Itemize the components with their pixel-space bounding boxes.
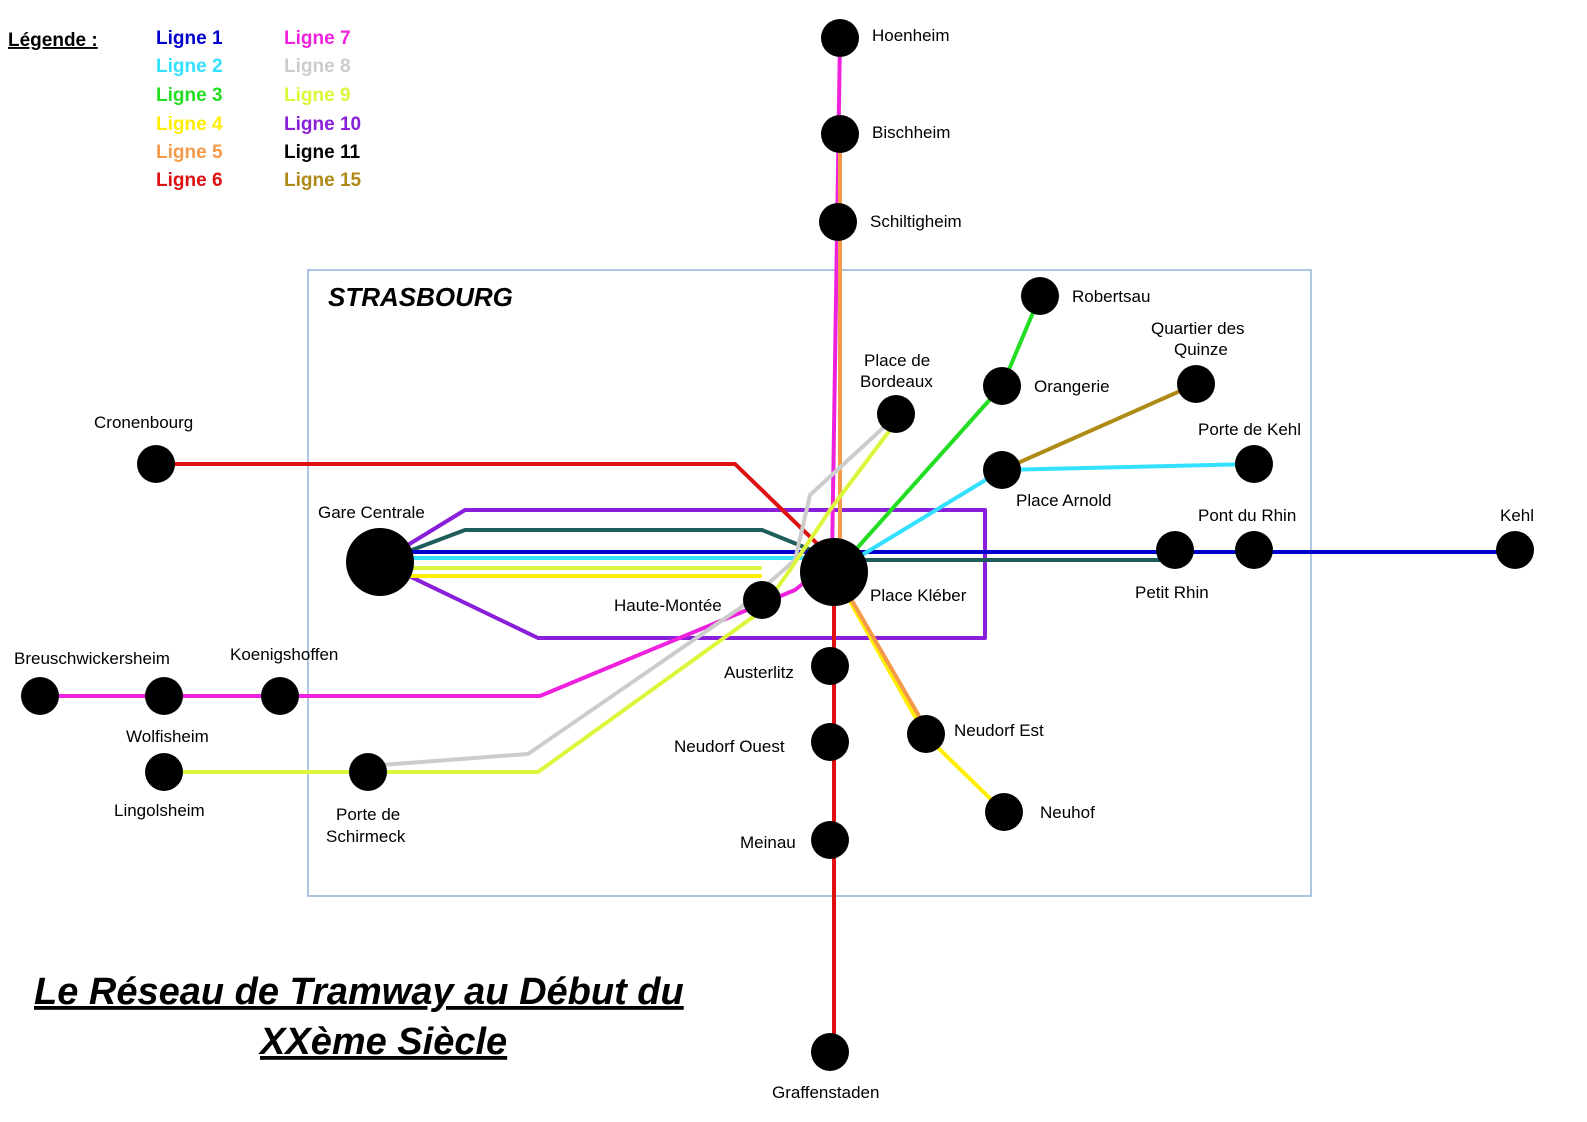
station-place-kleber[interactable] [800, 538, 868, 606]
map-title-line-1: Le Réseau de Tramway au Début du [34, 971, 684, 1013]
label-quinze: Quinze [1174, 340, 1228, 359]
label-neudorf-est: Neudorf Est [954, 721, 1044, 740]
ligne-9-route-branch [162, 420, 898, 774]
station-hoenheim[interactable] [821, 19, 859, 57]
legend-ligne-10: Ligne 10 [284, 114, 361, 135]
map-title-line-2: XXème Siècle [258, 1021, 507, 1063]
station-austerlitz[interactable] [811, 647, 849, 685]
label-koenigshoffen: Koenigshoffen [230, 645, 338, 664]
legend-ligne-15: Ligne 15 [284, 170, 362, 191]
legend-ligne-9: Ligne 9 [284, 85, 351, 106]
label-schiltigheim: Schiltigheim [870, 212, 962, 231]
ligne-6-route [154, 462, 836, 1054]
label-place-de: Place de [864, 351, 930, 370]
label-bischheim: Bischheim [872, 123, 950, 142]
legend: Légende : Ligne 1 Ligne 2 Ligne 3 Ligne … [8, 28, 362, 191]
label-graffenstaden: Graffenstaden [772, 1083, 879, 1102]
station-meinau[interactable] [811, 821, 849, 859]
legend-ligne-4: Ligne 4 [156, 114, 223, 135]
label-meinau: Meinau [740, 833, 796, 852]
label-neuhof: Neuhof [1040, 803, 1095, 822]
legend-ligne-11: Ligne 11 [284, 142, 360, 163]
station-neuhof[interactable] [985, 793, 1023, 831]
label-robertsau: Robertsau [1072, 287, 1150, 306]
label-pont-du-rhin: Pont du Rhin [1198, 506, 1296, 525]
legend-ligne-2: Ligne 2 [156, 56, 223, 77]
label-wolfisheim: Wolfisheim [126, 727, 209, 746]
station-gare-centrale[interactable] [346, 528, 414, 596]
label-lingolsheim: Lingolsheim [114, 801, 205, 820]
station-porte-de-schirmeck[interactable] [349, 753, 387, 791]
legend-ligne-3: Ligne 3 [156, 85, 223, 106]
station-orangerie[interactable] [983, 367, 1021, 405]
label-quartier-des: Quartier des [1151, 319, 1245, 338]
ligne-7-route [38, 36, 842, 698]
label-bordeaux: Bordeaux [860, 372, 933, 391]
station-porte-de-kehl[interactable] [1235, 445, 1273, 483]
ligne-10-route [378, 508, 987, 640]
station-pont-du-rhin[interactable] [1235, 531, 1273, 569]
legend-ligne-7: Ligne 7 [284, 28, 351, 49]
station-breuschwickersheim[interactable] [21, 677, 59, 715]
label-kehl: Kehl [1500, 506, 1534, 525]
label-hoenheim: Hoenheim [872, 26, 950, 45]
station-robertsau[interactable] [1021, 277, 1059, 315]
legend-ligne-5: Ligne 5 [156, 142, 223, 163]
station-quartier-des-quinze[interactable] [1177, 365, 1215, 403]
label-austerlitz: Austerlitz [724, 663, 794, 682]
station-petit-rhin[interactable] [1156, 531, 1194, 569]
label-porte-de-kehl: Porte de Kehl [1198, 420, 1301, 439]
station-haute-montee[interactable] [743, 581, 781, 619]
strasbourg-boundary [307, 269, 1312, 897]
ligne-3-route [848, 294, 1042, 558]
label-orangerie: Orangerie [1034, 377, 1110, 396]
label-place-arnold: Place Arnold [1016, 491, 1111, 510]
ligne-15-route [1000, 382, 1198, 472]
station-schiltigheim[interactable] [819, 203, 857, 241]
legend-ligne-6: Ligne 6 [156, 170, 223, 191]
station-bischheim[interactable] [821, 115, 859, 153]
legend-title: Légende : [8, 30, 98, 51]
label-gare-centrale: Gare Centrale [318, 503, 425, 522]
legend-ligne-8: Ligne 8 [284, 56, 351, 77]
station-graffenstaden[interactable] [811, 1033, 849, 1071]
label-petit-rhin: Petit Rhin [1135, 583, 1209, 602]
station-wolfisheim-lingolsheim[interactable] [145, 753, 183, 791]
station-neudorf-ouest[interactable] [811, 723, 849, 761]
label-schirmeck: Schirmeck [326, 827, 406, 846]
legend-ligne-1: Ligne 1 [156, 28, 223, 49]
label-neudorf-ouest: Neudorf Ouest [674, 737, 785, 756]
station-place-de-bordeaux[interactable] [877, 395, 915, 433]
station-kehl[interactable] [1496, 531, 1534, 569]
label-breuschwickersheim: Breuschwickersheim [14, 649, 170, 668]
station-neudorf-est[interactable] [907, 715, 945, 753]
label-porte-de: Porte de [336, 805, 400, 824]
ligne-4-route-south [836, 578, 1006, 814]
label-place-kleber: Place Kléber [870, 586, 967, 605]
station-koenigshoffen-west[interactable] [145, 677, 183, 715]
station-place-arnold[interactable] [983, 451, 1021, 489]
station-cronenbourg[interactable] [137, 445, 175, 483]
station-koenigshoffen[interactable] [261, 677, 299, 715]
label-cronenbourg: Cronenbourg [94, 413, 193, 432]
city-label: STRASBOURG [328, 282, 513, 312]
label-haute-montee: Haute-Montée [614, 596, 722, 615]
